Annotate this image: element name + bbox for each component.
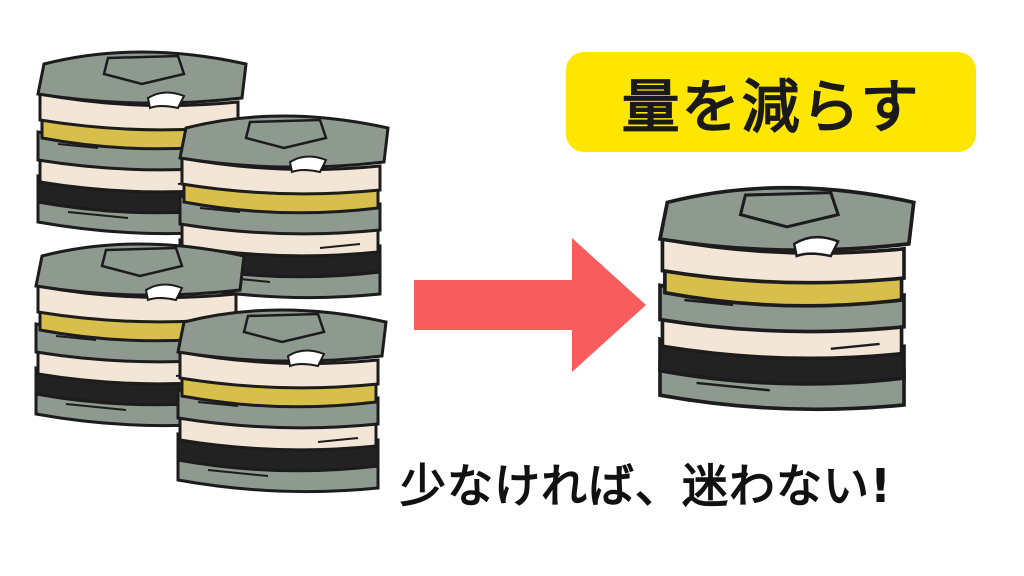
clothes-stack-icon — [658, 185, 916, 412]
headline-badge: 量を減らす — [566, 52, 976, 152]
right-arrow-icon — [414, 238, 646, 372]
headline-text: 量を減らす — [621, 73, 921, 141]
caption-text: 少なければ、迷わない! — [400, 459, 892, 513]
clothes-stack-icon — [176, 308, 388, 494]
